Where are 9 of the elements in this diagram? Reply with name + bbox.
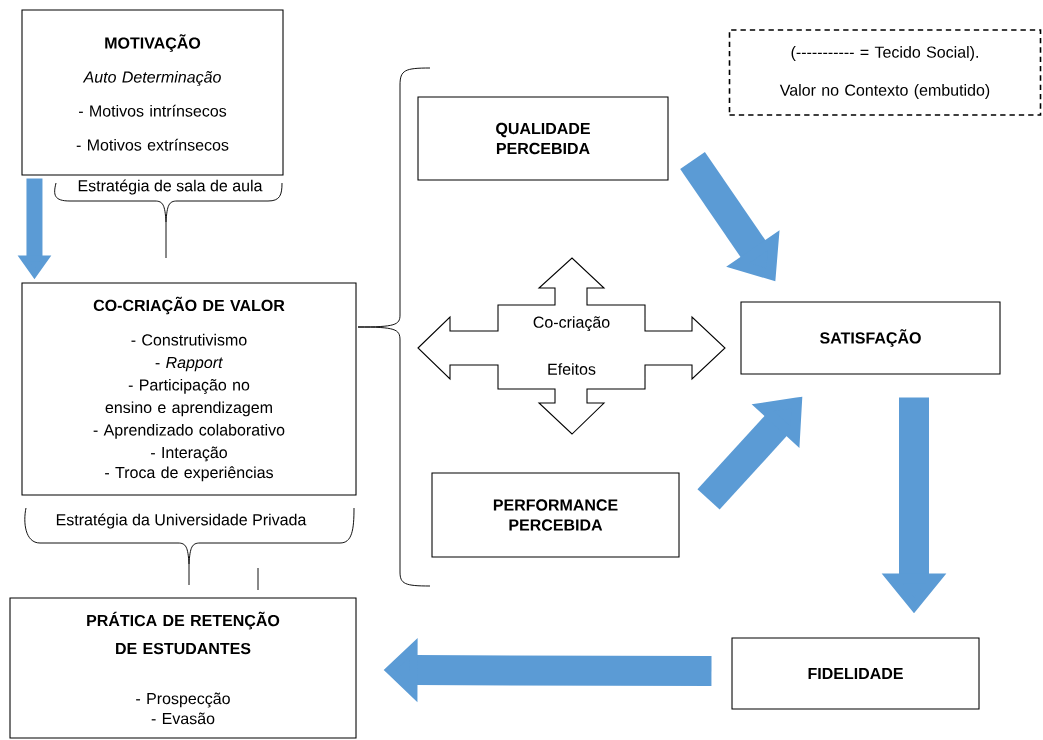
brace-label: Estratégia da Universidade Privada	[56, 513, 307, 529]
text-box: PRÁTICA DE RETENÇÃO DE ESTUDANTES - Prospecção - Evasão	[9, 597, 357, 739]
text-box: SATISFAÇÃO	[740, 301, 1001, 375]
text-box: QUALIDADE PERCEBIDA	[417, 96, 669, 181]
text-box: CO-CRIAÇÃO DE VALOR - Construtivismo - Rapport - Participação no ensino e aprendizagem - Aprendizado colaborativo - Interação - Troca de experiências	[21, 282, 357, 496]
text-box: PERFORMANCE PERCEBIDA	[431, 472, 680, 558]
text-box: FIDELIDADE	[731, 637, 980, 710]
note-box: (----------- = Tecido Social). Valor no Contexto (embutido)	[728, 29, 1042, 116]
text-box: MOTIVAÇÃO Auto Determinação - Motivos intrínsecos - Motivos extrínsecos	[21, 9, 284, 176]
